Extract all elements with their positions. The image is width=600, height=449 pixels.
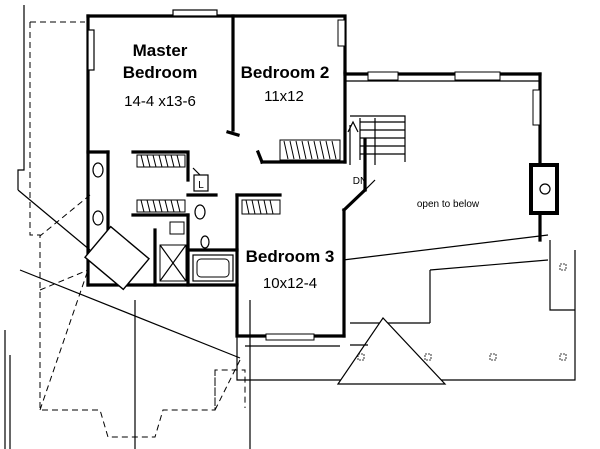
master-size: 14-4 x13-6 [124,93,196,110]
linen-label: L [198,180,204,191]
sink-1 [92,162,104,178]
bathroom-fixtures [84,162,234,291]
fireplace [529,163,559,215]
windows [87,9,541,341]
lower-roof [236,234,576,385]
bedroom3-size: 10x12-4 [263,275,317,292]
bedroom3-name: Bedroom 3 [246,247,335,266]
staircase [347,115,406,165]
stair-dn-label: DN [353,176,367,187]
closet-hatches [136,139,341,215]
gable [336,317,447,385]
sink-2 [92,210,104,226]
stair-rail [344,179,376,211]
bedroom2-name: Bedroom 2 [241,63,330,82]
roof-lines [4,5,251,449]
master-name-line2: Bedroom [123,63,198,82]
tub [84,225,150,291]
bedroom2-size: 11x12 [264,88,304,105]
master-name-line1: Master [133,41,188,60]
open-to-below-label: open to below [417,199,480,210]
roof-outline [17,21,246,438]
toilet-1 [194,204,206,220]
